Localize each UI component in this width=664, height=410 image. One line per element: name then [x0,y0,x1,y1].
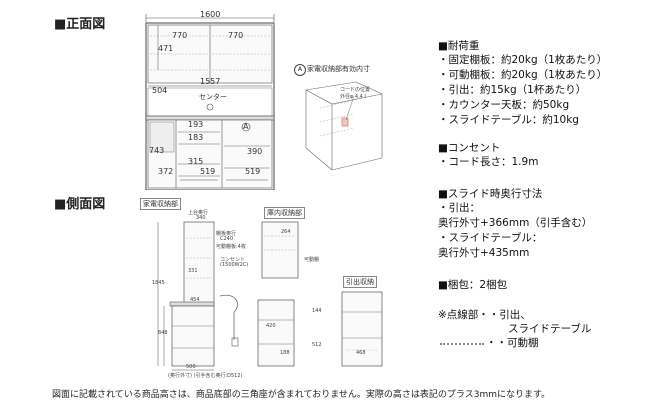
dim-315: 315 [188,157,204,166]
dim-390: 390 [247,147,263,156]
dim-144: 144 [312,308,322,314]
hikidashi-label: 引出収納 [343,276,377,288]
bottom-note: (奥行外寸) (引手含む奥行:D512) [168,373,243,379]
dim-340: 340 [196,215,206,221]
dim-512: 512 [312,342,322,348]
consent-label: コンセント [220,257,246,263]
load-item-5: ・スライドテーブル：約10kg [438,114,579,126]
dim-372: 372 [158,167,174,176]
outlet-length: ・コード長さ：1.9m [438,156,539,168]
dim-188: 188 [280,350,290,356]
cord-label-2: 外径φ 4.4 Ⅰ [340,94,366,100]
dim-183: 183 [188,133,204,142]
dim-1845: 1845 [152,280,165,286]
c240: C240 [220,236,234,242]
load-item-3: ・引出：約15kg（1杯あたり） [438,84,587,96]
dim-500: 500 [186,364,196,370]
detail-title: 家電収納部有効内寸 [307,65,370,73]
circle-a-detail: A [294,64,306,76]
slide-title: ■スライド時奥行寸法 [438,188,543,200]
kado-tana: 可動棚板:4枚 [216,244,246,250]
dim-468: 468 [356,350,366,356]
legend-dotted-2: スライドテーブル [508,323,592,335]
dim-848: 848 [158,330,168,336]
load-item-2: ・可動棚板：約20kg（1枚あたり） [438,69,608,81]
dim-193: 193 [188,120,204,129]
slide-item-1: ・引出： [438,202,480,214]
kado-label: 可動棚 [304,257,320,263]
dim-471: 471 [158,44,174,53]
side-view-title: ■側面図 [54,197,106,212]
load-item-1: ・固定棚板：約20kg（1枚あたり） [438,54,608,66]
front-view-drawing [145,14,275,190]
circle-a-front: A [243,122,249,131]
center-label: センター [199,93,227,101]
slide-item-3: ・スライドテーブル： [438,232,543,244]
dim-1557: 1557 [200,77,221,86]
tana-depth: 棚板奥行 [216,231,237,237]
side-view-drawing [157,221,383,371]
dim-519-b: 519 [245,167,261,176]
detail-drawing [305,81,383,171]
legend-dotted: ※点線部・・引出、 [438,309,531,321]
dim-264: 264 [281,229,291,235]
dim-420: 420 [266,323,276,329]
load-item-4: ・カウンター天板：約50kg [438,99,570,111]
front-view-title: ■正面図 [54,17,106,32]
legend-dash: ・・可動棚 [486,337,539,349]
slide-item-4: 奥行外寸+435mm [438,247,530,259]
footer-note: 図面に記載されている商品高さは、商品底部の三角座が含まれておりません。実際の高さ… [52,390,551,400]
dim-454: 454 [190,297,200,303]
slide-item-2: 奥行外寸+366mm（引手含む） [438,217,593,229]
dim-331: 331 [188,268,198,274]
load-title: ■耐荷重 [438,40,480,52]
kaden-label: 家電収納部 [140,198,181,210]
dim-519-a: 519 [200,167,216,176]
dim-743: 743 [149,146,165,155]
dim-1600: 1600 [200,10,221,19]
dim-770-right: 770 [228,31,244,40]
kogata-label: 庫内収納部 [264,207,305,219]
pack-info: ■梱包：2梱包 [438,279,508,291]
dim-504: 504 [152,86,168,95]
top-depth-label: 上台奥行 [188,210,209,216]
legend-dash-line [440,343,484,345]
outlet-title: ■コンセント [438,142,501,154]
consent-h: (1500W2C) [220,262,249,268]
cord-label: コードの位置 [340,87,371,93]
dim-770-left: 770 [172,31,188,40]
